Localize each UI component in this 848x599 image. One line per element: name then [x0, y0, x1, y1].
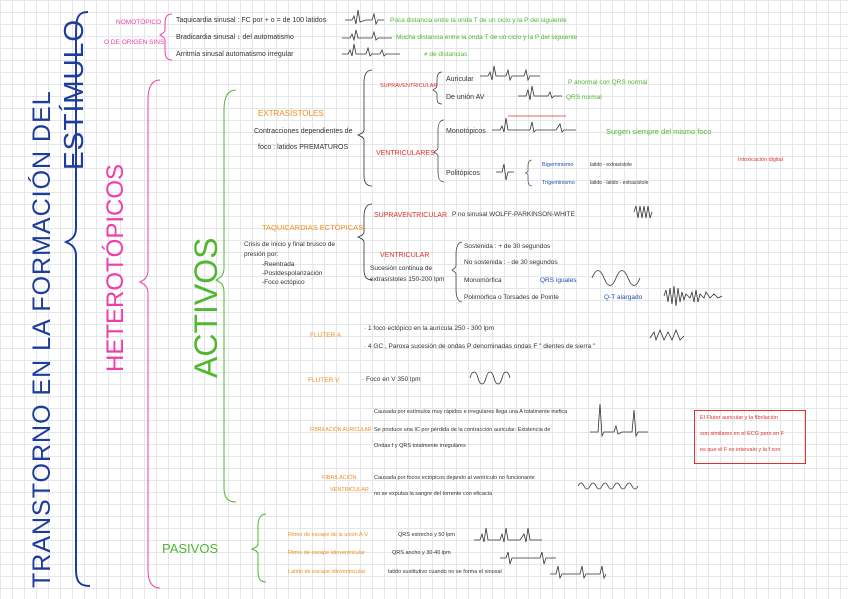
auricular-label: Auricular [446, 76, 474, 83]
bradicardia-desc: Mucha distancia entre la onda T de un ci… [396, 34, 578, 41]
flutter-v-line-1: · Foco en V 350 lpm [362, 376, 421, 383]
supra-taqui-desc: P no sinusal WOLFF-PARKINSON-WHITE [452, 211, 575, 218]
qrs-normal-note: QRS normal [566, 94, 602, 101]
title-line-transtorno: TRANSTORNO EN LA FORMACIÓN DEL [28, 90, 56, 588]
taquicardias-item-3: -Foco ectópico [262, 279, 305, 286]
monomorfica-item: Monomórfica [464, 277, 502, 284]
fib-v-line-1: Causada por focos ectópicos dejando al v… [374, 475, 535, 481]
red-note-line-3: es que el F es intervalo y la f son [700, 447, 781, 453]
bradicardia-sinusal: Bradicardia sinusal ↓ del automatismo [176, 34, 294, 41]
taquicardias-item-2: -Postdespolarización [262, 270, 323, 277]
flutter-v-label: FLUTER V [308, 377, 340, 384]
pasivo-row-2-desc: QRS ancho y 30-40 lpm [392, 550, 451, 556]
extrasistoles-desc-2: foco : latidos PREMATUROS [258, 144, 349, 151]
ventricular-desc-2: extrasístoles 150-200 lpm [370, 276, 445, 283]
union-av-label: De unión AV [446, 94, 485, 101]
origen-sinusal-label: O DE ORIGEN SINS. [104, 39, 167, 46]
fib-a-label: FIBRILACIÓN AURICULAR [310, 427, 372, 433]
intoxicacion-note: Intoxicación digital [738, 157, 783, 163]
taquicardias-desc-1: Crisis de inicio y final brusco de [244, 241, 336, 248]
activos-label: ACTIVOS [188, 237, 224, 378]
flutter-a-label: FLUTER A [310, 332, 342, 339]
flutter-a-line-1: · 1 foco ectópico en la aurícula 250 - 3… [364, 325, 495, 332]
extrasistoles-desc-1: Contracciones dependientes de [254, 128, 353, 135]
ventricular-desc-1: Sucesión continua de [370, 265, 433, 272]
politopicos-label: Politópicos [446, 170, 480, 177]
fib-v-label-1: FIBRILACIÓN [322, 475, 357, 481]
fib-a-line-1: Causada por estímulos muy rápidos e irre… [374, 409, 568, 415]
taquicardias-title: TAQUICARDIAS ECTÓPICAS [262, 223, 364, 232]
taquicardia-sinusal: Taquicardia sinusal : FC por + o = de 10… [176, 17, 327, 24]
fib-v-label-2: VENTRICULAR [330, 487, 369, 493]
flutter-a-line-2: · 4 GC , Paroxa sucesión de ondas P deno… [364, 343, 596, 350]
pasivo-row-1-desc: QRS estrecho y 50 lpm [398, 532, 455, 538]
trigeminismo-label: Trigeminismo [542, 180, 575, 186]
polimorfica-item: Polimórfica o Torsades de Pointe [464, 294, 559, 301]
arritmia-desc: ≠ de distancias [424, 51, 468, 58]
fib-v-line-2: no se expulsa la sangre del torrente con… [374, 491, 493, 497]
monotopicos-label: Monotópicos [446, 128, 486, 135]
latido-bi: latido - extrasístole [590, 162, 632, 168]
arritmia-sinusal: Arritmia sinusal automatismo irregular [176, 51, 294, 58]
taquicardias-item-1: -Reentrada [262, 261, 295, 268]
flutter-fibrilation-note-box [694, 410, 806, 464]
red-note-line-2: son similares en el ECG pero en F [700, 431, 785, 437]
sostenida-item: Sostenida : + de 30 segundos [464, 243, 551, 250]
no-sostenida-item: No sostenida : - de 30 segundos [464, 259, 558, 266]
qt-alargado-note: Q-T alargado [604, 294, 643, 301]
fib-a-line-2: Se produce una IC por pérdida de la cont… [374, 427, 551, 433]
fib-a-line-3: Ondas f y QRS totalmente irregulares [374, 443, 466, 449]
taquicardias-desc-2: presión por: [244, 251, 279, 258]
ventricular-taqui-label: VENTRICULAR [380, 252, 430, 259]
pasivo-row-2-label: Ritmo de escape idioventricular [288, 550, 365, 556]
pasivo-row-3-desc: latido sustitutivo cuando no se forma el… [388, 569, 502, 575]
taquicardia-desc: Poca distancia entre la onda T de un cic… [390, 17, 567, 24]
surgen-note: Surgen siempre del mismo foco [606, 127, 712, 136]
supraventricular-extra-label: SUPRAVENTRICULAR [380, 83, 438, 89]
heterotopicos-label: HETEROTÓPICOS [102, 163, 129, 372]
pasivo-row-3-label: Latido de escape idioventricular [288, 569, 366, 575]
nomotopico-label: NOMOTÓPICO [116, 19, 162, 26]
red-note-line-1: El Fluter auricular y la fibrilación [700, 415, 778, 421]
ventriculares-label: VENTRICULARES [376, 150, 435, 157]
bigeminismo-label: Bigeminismo [542, 162, 574, 168]
extrasistoles-title: EXTRASÍSTOLES [258, 109, 324, 118]
supraventricular-taqui-label: SUPRAVENTRICULAR [374, 212, 447, 219]
latido-tri: latido - latido - extrasístole [590, 180, 649, 186]
pasivos-label: PASIVOS [162, 541, 219, 556]
title-line-estimulo: ESTÍMULO [58, 18, 89, 170]
qrs-iguales-note: QRS iguales [540, 277, 577, 284]
p-anormal-note: P anormal con QRS normal [568, 79, 648, 86]
pasivo-row-1-label: Ritmo de escape de la unión A-V [288, 532, 369, 538]
